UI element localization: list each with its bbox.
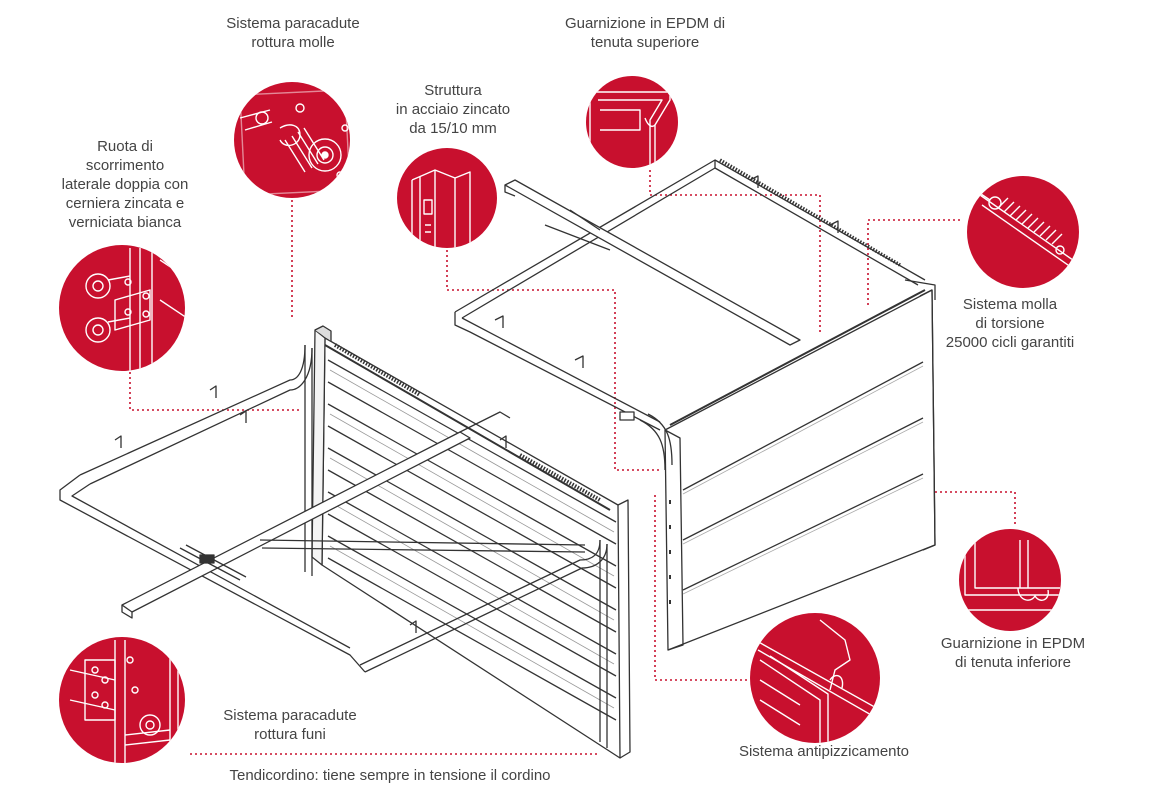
label-antipizzicamento: Sistema antipizzicamento [738,743,910,760]
detail-antipizzicamento [750,613,880,743]
bottom-seal-icon [964,535,1060,611]
leader-antipizzicamento [654,495,750,681]
detail-ruota [59,245,185,371]
left-opener-rail [121,431,471,613]
label-paracadute-molle: Sistema paracadute rottura molle [226,15,360,51]
right-opener-rail [504,179,801,346]
detail-struttura [397,148,497,248]
detail-guarnizione-superiore [586,76,678,168]
leader-molla-torsione [867,219,960,305]
cable-breakage-device-icon [69,640,179,763]
detail-guarnizione-inferiore [959,529,1061,631]
double-wheel-hinge-icon [85,248,185,371]
detail-paracadute-funi [59,637,185,763]
leader-struttura [446,250,660,471]
detail-paracadute-molle [234,82,350,198]
right-door-assembly [454,158,936,651]
label-ruota: Ruota di scorrimento laterale doppia con… [61,138,189,231]
label-molla-torsione: Sistema molla di torsione 25000 cicli ga… [945,296,1075,351]
left-door-panel [321,337,621,759]
label-paracadute-funi: Sistema paracadute rottura funi [223,707,357,743]
label-struttura: Struttura in acciaio zincato da 15/10 mm [395,82,511,137]
leader-guarnizione-superiore [649,170,821,335]
label-guarnizione-superiore: Guarnizione in EPDM di tenuta superiore [564,15,726,51]
left-door-assembly [59,325,631,759]
torsion-spring-icon [977,191,1079,273]
leader-ruota [129,372,300,411]
label-tendicordino: Tendicordino: tiene sempre in tensione i… [229,767,551,784]
right-door-panel [664,289,936,651]
anti-pinch-icon [754,619,880,743]
leader-lines [129,170,1016,755]
leader-guarnizione-inferiore [930,491,1016,525]
label-guarnizione-inferiore: Guarnizione in EPDM di tenuta inferiore [940,635,1086,671]
detail-molla-torsione [967,176,1079,288]
